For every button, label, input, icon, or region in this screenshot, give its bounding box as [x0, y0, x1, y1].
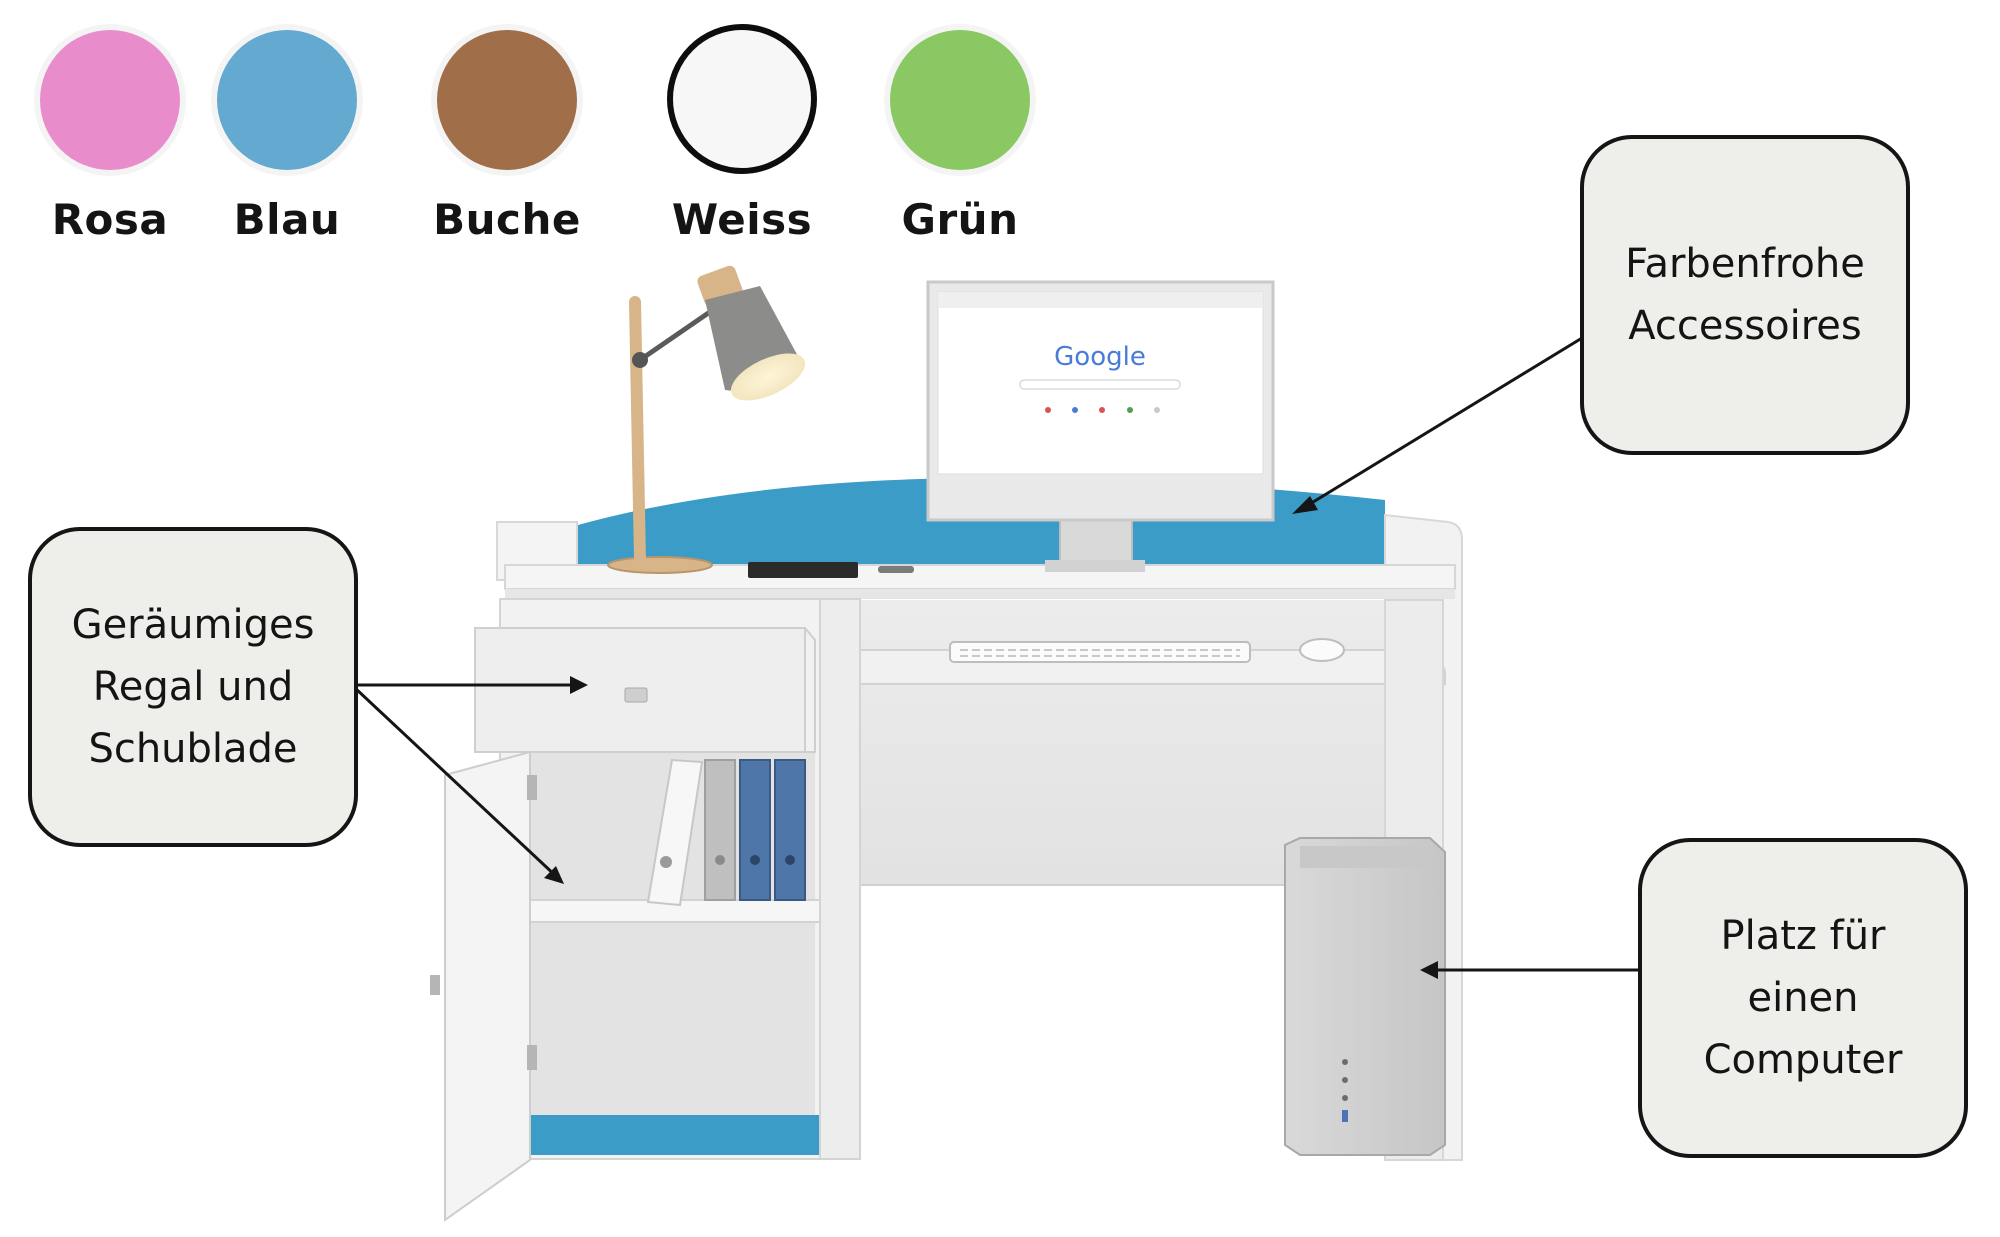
- arrow-storage-drawer: [355, 676, 588, 694]
- callout-accessories: Farbenfrohe Accessoires: [1580, 135, 1910, 455]
- swatch-label-rosa: Rosa: [51, 195, 169, 244]
- monitor-google-logo: Google: [1054, 342, 1146, 372]
- callout-computer-line2: einen: [1747, 975, 1859, 1021]
- swatch-label-weiss: Weiss: [671, 195, 813, 244]
- swatch-label-gruen: Grün: [901, 195, 1019, 244]
- swatch-label-blau: Blau: [233, 195, 341, 244]
- arrow-accessories: [1292, 336, 1583, 514]
- swatch-blau[interactable]: [217, 30, 357, 170]
- callout-accessories-line2: Accessoires: [1628, 303, 1862, 349]
- callout-computer-line3: Computer: [1703, 1037, 1903, 1083]
- drawer: [474, 627, 816, 753]
- keyboard: [949, 641, 1251, 663]
- callout-computer: Platz für einen Computer: [1638, 838, 1968, 1158]
- callout-storage-line1: Geräumiges: [71, 602, 315, 648]
- pen: [878, 566, 914, 573]
- callout-storage: Geräumiges Regal und Schublade: [28, 527, 358, 847]
- pc-tower: [1284, 837, 1446, 1156]
- monitor: Google: [926, 280, 1275, 572]
- mouse: [1299, 638, 1345, 662]
- notebook: [748, 562, 858, 578]
- arrow-storage-shelf: [353, 686, 564, 884]
- callout-computer-line1: Platz für: [1720, 913, 1886, 959]
- callout-storage-line2: Regal und: [92, 664, 294, 710]
- swatch-weiss[interactable]: [667, 24, 817, 174]
- cabinet-door: [430, 750, 537, 1222]
- callout-storage-line3: Schublade: [88, 726, 298, 772]
- swatch-buche[interactable]: [437, 30, 577, 170]
- swatch-gruen[interactable]: [890, 30, 1030, 170]
- swatch-rosa[interactable]: [40, 30, 180, 170]
- swatch-label-buche: Buche: [433, 195, 581, 244]
- arrow-computer: [1420, 961, 1638, 979]
- desk-lamp: [607, 265, 806, 574]
- callout-accessories-line1: Farbenfrohe: [1625, 241, 1865, 287]
- binders: [646, 758, 806, 907]
